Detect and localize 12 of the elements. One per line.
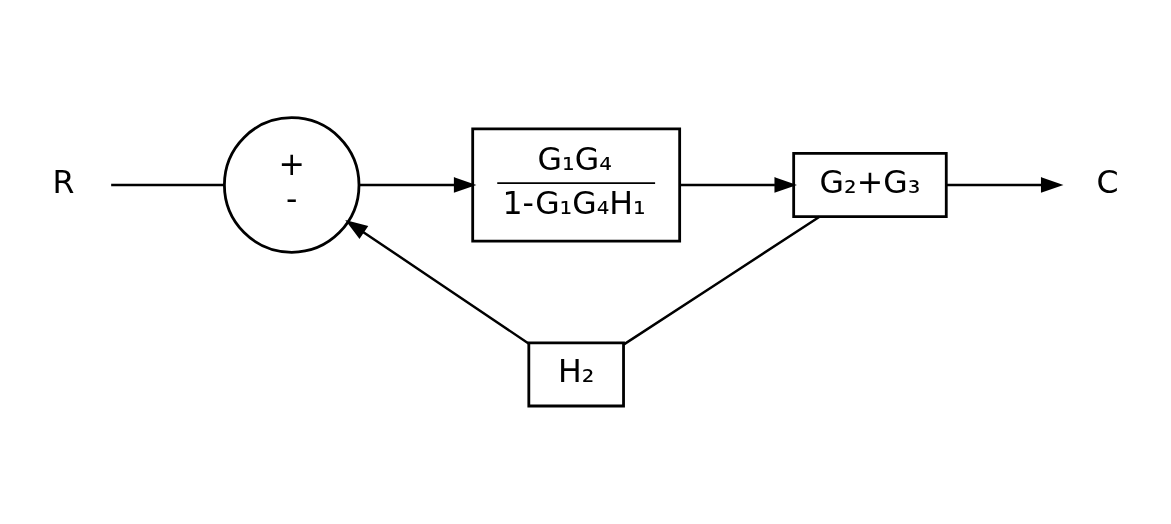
connector	[111, 183, 225, 187]
arrow	[345, 219, 530, 345]
node-box: G₂+G₃	[792, 152, 948, 218]
node-circle: + -	[223, 116, 361, 254]
arrow	[359, 177, 477, 193]
node-text: R	[52, 163, 75, 200]
connector	[623, 215, 821, 346]
node-text: C	[1096, 163, 1119, 200]
node-box: G₁G₄ 1-G₁G₄H₁	[471, 127, 682, 243]
node-box: H₂	[527, 341, 625, 408]
arrow	[680, 177, 797, 193]
arrow	[946, 177, 1064, 193]
